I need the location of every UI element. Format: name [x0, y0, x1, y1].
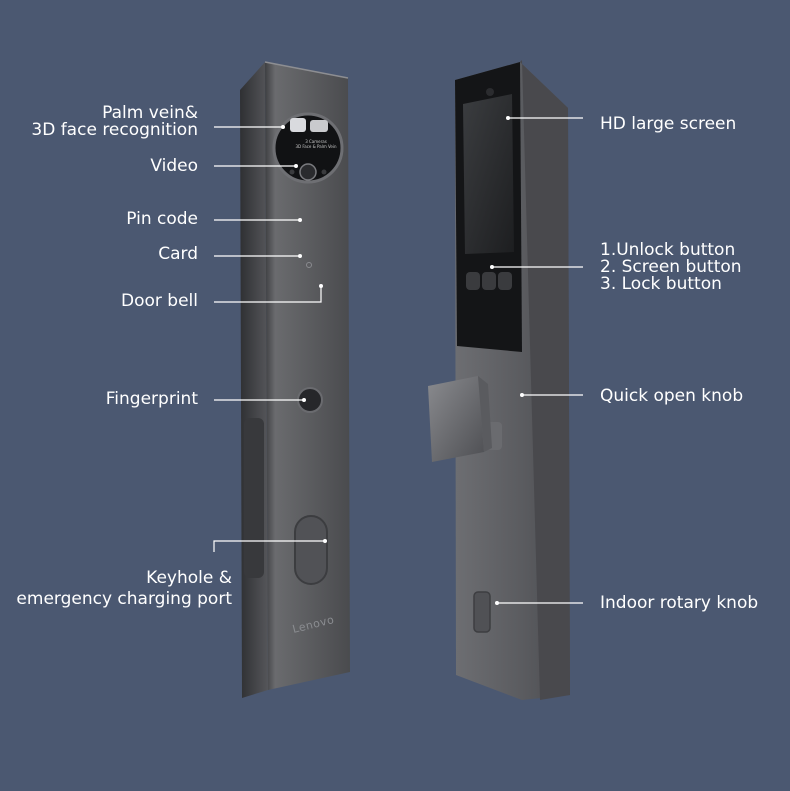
fingerprint-label: Fingerprint — [105, 389, 198, 409]
front-lock-panel — [240, 61, 350, 698]
module-text-line1: 3 Cameras — [305, 139, 327, 144]
buttons-label: 1.Unlock button 2. Screen button 3. Lock… — [600, 242, 742, 293]
back-lock-panel — [428, 60, 570, 700]
lock-button-label: 3. Lock button — [600, 274, 722, 294]
video-label: Video — [150, 156, 198, 176]
callout-dots-left — [281, 125, 327, 543]
door-bell-label: Door bell — [121, 291, 198, 311]
module-text-line2: 3D Face & Palm Vein — [295, 144, 337, 149]
callout-dots-right — [490, 116, 524, 605]
hd-screen-label: HD large screen — [600, 114, 737, 134]
keyhole-line1: Keyhole & — [146, 568, 232, 588]
keyhole-line2: emergency charging port — [16, 589, 232, 609]
pin-code-label: Pin code — [126, 209, 198, 229]
card-label: Card — [158, 244, 198, 264]
keyhole-charging-label: Keyhole & emergency charging port — [16, 570, 232, 608]
screen-button-label: 2. Screen button — [600, 257, 742, 277]
callout-lines-left — [213, 126, 325, 552]
unlock-button-label: 1.Unlock button — [600, 240, 736, 260]
palm-vein-line2: 3D face recognition — [31, 120, 198, 140]
palm-vein-line1: Palm vein& — [102, 103, 198, 123]
indoor-rotary-knob-label: Indoor rotary knob — [600, 593, 759, 613]
palm-vein-face-label: Palm vein& 3D face recognition — [31, 105, 198, 139]
camera-module-caption: 3 Cameras 3D Face & Palm Vein — [292, 139, 340, 149]
callout-lines-right — [492, 117, 583, 604]
quick-open-knob-label: Quick open knob — [600, 386, 744, 406]
